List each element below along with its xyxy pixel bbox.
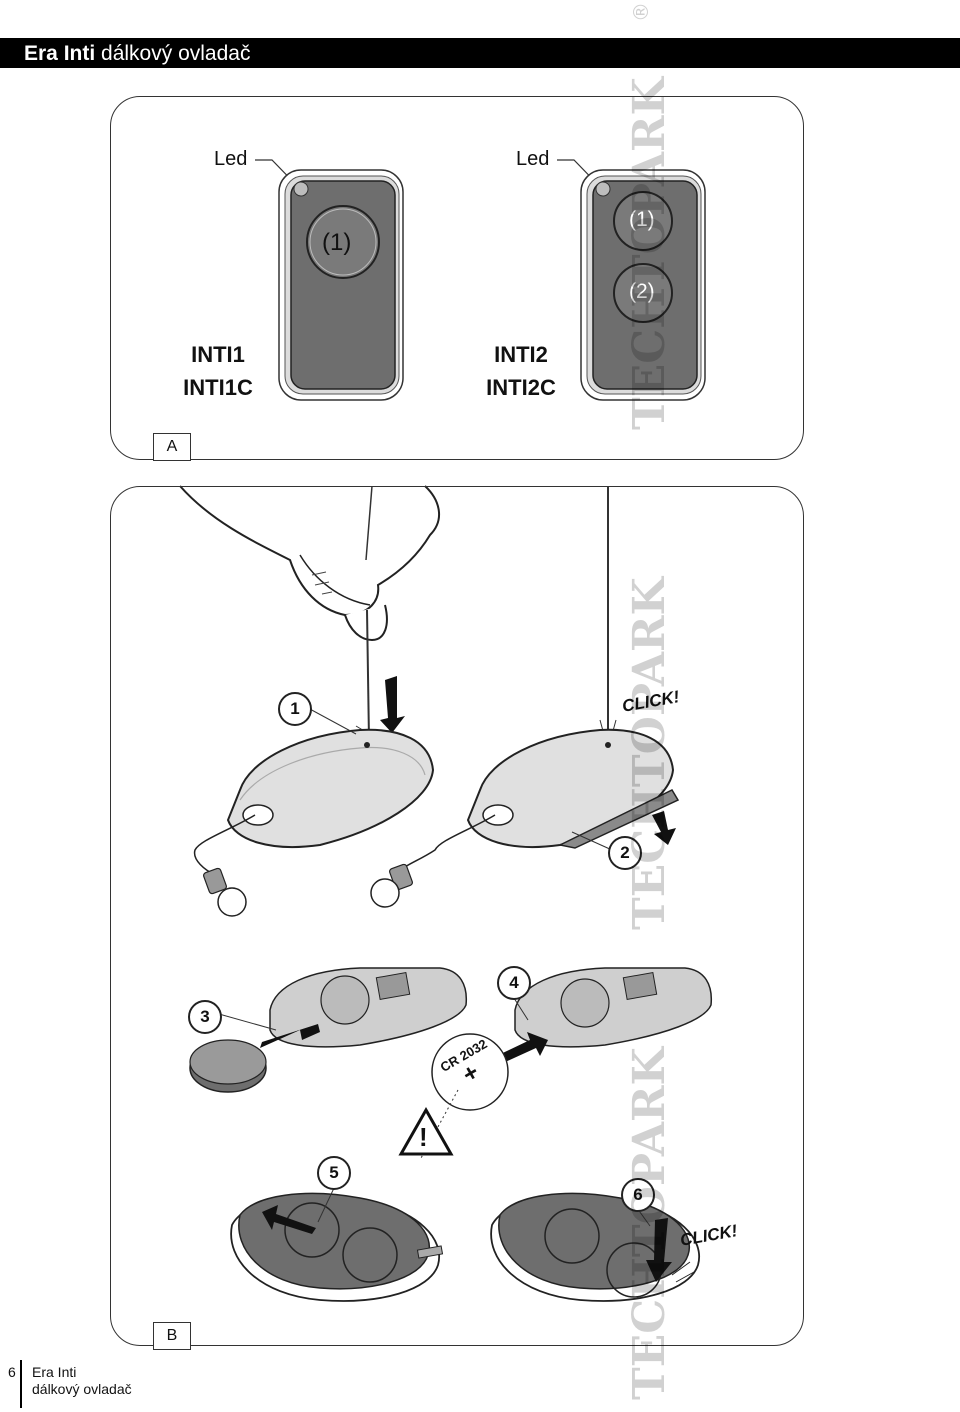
step-5-marker: 5	[317, 1156, 351, 1190]
remote-shell-left-illustration	[193, 728, 435, 917]
footer-line-2: dálkový ovladač	[32, 1381, 132, 1397]
footer-line-1: Era Inti	[32, 1364, 77, 1380]
step-2-marker: 2	[608, 836, 642, 870]
button-1-label-left: (1)	[322, 229, 352, 256]
brand-name: Era Inti	[24, 42, 96, 65]
page-title: Era Inti dálkový ovladač	[24, 42, 250, 66]
panel-b	[110, 486, 804, 1346]
warning-exclamation: !	[419, 1122, 428, 1152]
led-label-right: Led	[516, 148, 550, 170]
header-bar: Era Inti dálkový ovladač	[0, 38, 960, 68]
open-shell-4-illustration	[419, 967, 713, 1161]
panel-a-tag: A	[153, 433, 191, 461]
step-1-marker: 1	[278, 692, 312, 726]
footer-divider	[20, 1360, 22, 1408]
watermark-text-top: TECHTOPARK	[628, 75, 675, 430]
techtopark-watermark: TECHTOPARK TECHTOPARK TECHTOPARK ®	[628, 2, 675, 1400]
model-labels-right: INTI2 INTI2C	[473, 338, 569, 404]
button-1-label-right: (1)	[629, 208, 655, 231]
title-subtitle: dálkový ovladač	[101, 42, 251, 65]
model-labels-left: INTI1 INTI1C	[170, 338, 266, 404]
step-4-marker: 4	[497, 966, 531, 1000]
remote-shell-right-illustration	[370, 486, 680, 908]
remote-inti2-illustration	[557, 159, 706, 401]
footer-caption: Era Inti dálkový ovladač	[32, 1364, 132, 1398]
led-label-left: Led	[214, 148, 248, 170]
watermark-text-middle: TECHTOPARK	[628, 575, 675, 930]
model-inti2: INTI2	[494, 342, 548, 367]
step-3-marker: 3	[188, 1000, 222, 1034]
press-arrow-1-illustration	[380, 676, 405, 733]
page-number: 6	[8, 1364, 16, 1380]
warning-triangle-icon	[398, 1106, 454, 1156]
step-6-marker: 6	[621, 1178, 655, 1212]
remote-closed-5-illustration	[230, 1192, 444, 1302]
button-2-label-right: (2)	[629, 280, 655, 303]
model-inti1c: INTI1C	[183, 375, 253, 400]
panel-b-tag: B	[153, 1322, 191, 1350]
remote-inti1-illustration	[255, 159, 404, 401]
watermark-text-bottom: TECHTOPARK	[628, 1045, 675, 1400]
hand-with-pin-illustration	[179, 485, 440, 741]
model-inti2c: INTI2C	[486, 375, 556, 400]
open-shell-3-illustration	[189, 967, 468, 1093]
watermark-registered-mark: ®	[629, 2, 653, 22]
model-inti1: INTI1	[191, 342, 245, 367]
